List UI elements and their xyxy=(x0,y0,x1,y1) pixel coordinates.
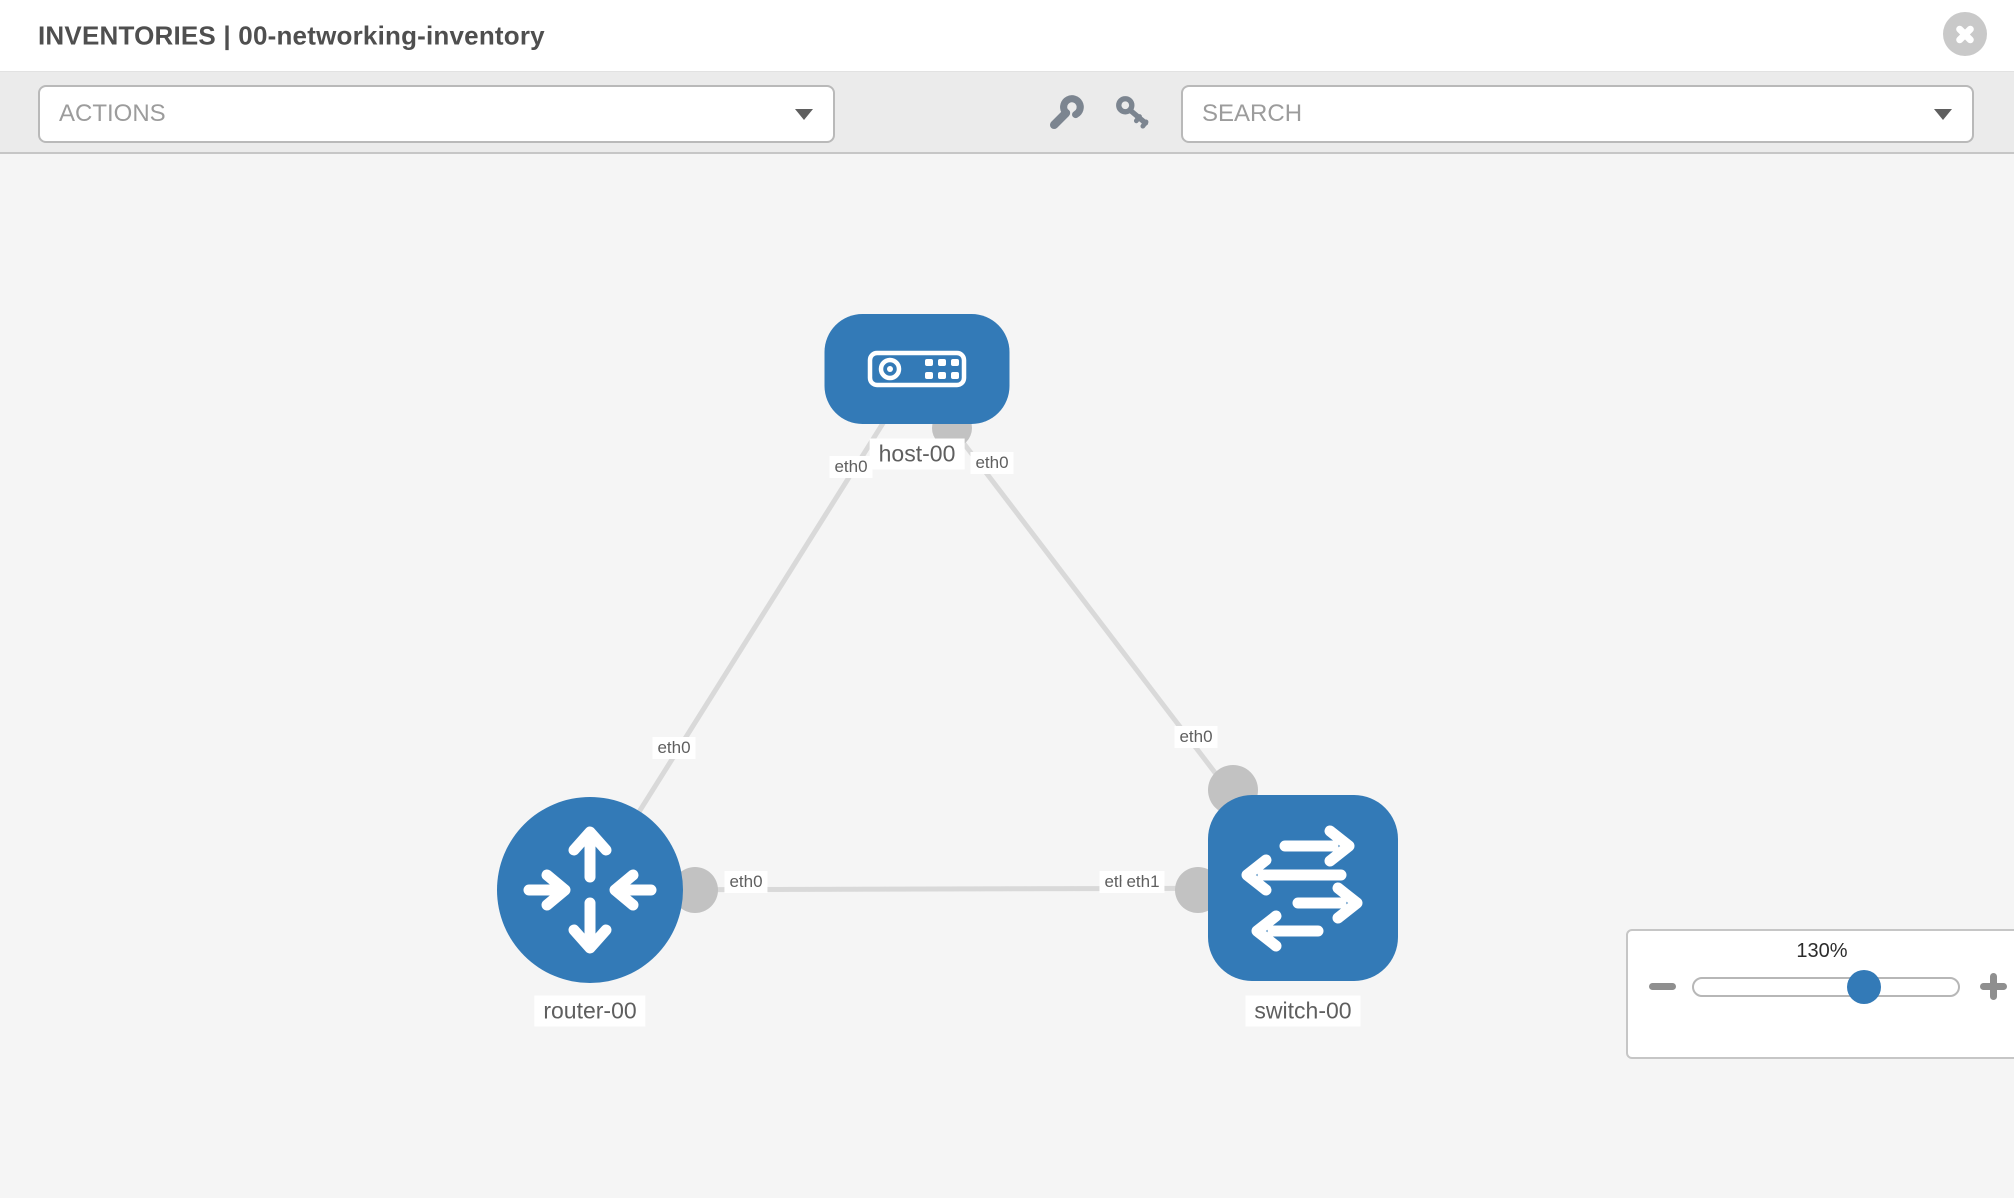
page-header: INVENTORIES | 00-networking-inventory xyxy=(0,0,2014,72)
port-circle xyxy=(672,867,718,913)
node-router-00[interactable] xyxy=(497,797,683,983)
actions-dropdown[interactable]: ACTIONS xyxy=(38,85,835,143)
topology-labels: host-00 router-00 switch-00 eth0 eth0 eth0 eth… xyxy=(0,154,2014,1198)
actions-dropdown-label: ACTIONS xyxy=(59,100,166,127)
topology-svg xyxy=(497,314,1398,983)
node-switch-00[interactable] xyxy=(1208,795,1398,981)
node-host-00[interactable] xyxy=(824,314,1010,424)
key-icon[interactable] xyxy=(1114,94,1152,132)
interface-label: eth0 xyxy=(829,456,873,478)
wrench-icon[interactable] xyxy=(1047,94,1085,132)
link-host-00-router-00 xyxy=(587,367,920,892)
search-dropdown-label: SEARCH xyxy=(1202,100,1303,127)
interface-label: eth0 xyxy=(652,737,696,759)
interface-label: eth1 xyxy=(1121,871,1165,893)
zoom-slider[interactable] xyxy=(1692,977,1960,997)
zoom-out-button[interactable] xyxy=(1649,983,1676,990)
close-icon[interactable] xyxy=(1943,12,1987,56)
interface-label: eth0 xyxy=(1174,726,1218,748)
node-label-host-00: host-00 xyxy=(869,438,965,470)
interface-label: eth0 xyxy=(970,452,1014,474)
search-dropdown[interactable]: SEARCH xyxy=(1181,85,1974,143)
topology-canvas[interactable]: host-00 router-00 switch-00 eth0 eth0 eth0 eth… xyxy=(0,154,2014,1198)
zoom-slider-handle[interactable] xyxy=(1847,970,1881,1004)
interface-label: eth0 xyxy=(724,871,768,893)
page-title: INVENTORIES | 00-networking-inventory xyxy=(38,20,545,50)
chevron-down-icon xyxy=(795,109,813,120)
node-label-router-00: router-00 xyxy=(534,995,646,1027)
toolbar: ACTIONS SEARCH xyxy=(0,72,2014,154)
chevron-down-icon xyxy=(1934,109,1952,120)
zoom-in-button[interactable] xyxy=(1980,973,2007,1000)
node-label-switch-00: switch-00 xyxy=(1245,995,1361,1027)
zoom-percent: 130% xyxy=(1796,940,1848,962)
zoom-panel: 130% xyxy=(1626,929,2014,1059)
